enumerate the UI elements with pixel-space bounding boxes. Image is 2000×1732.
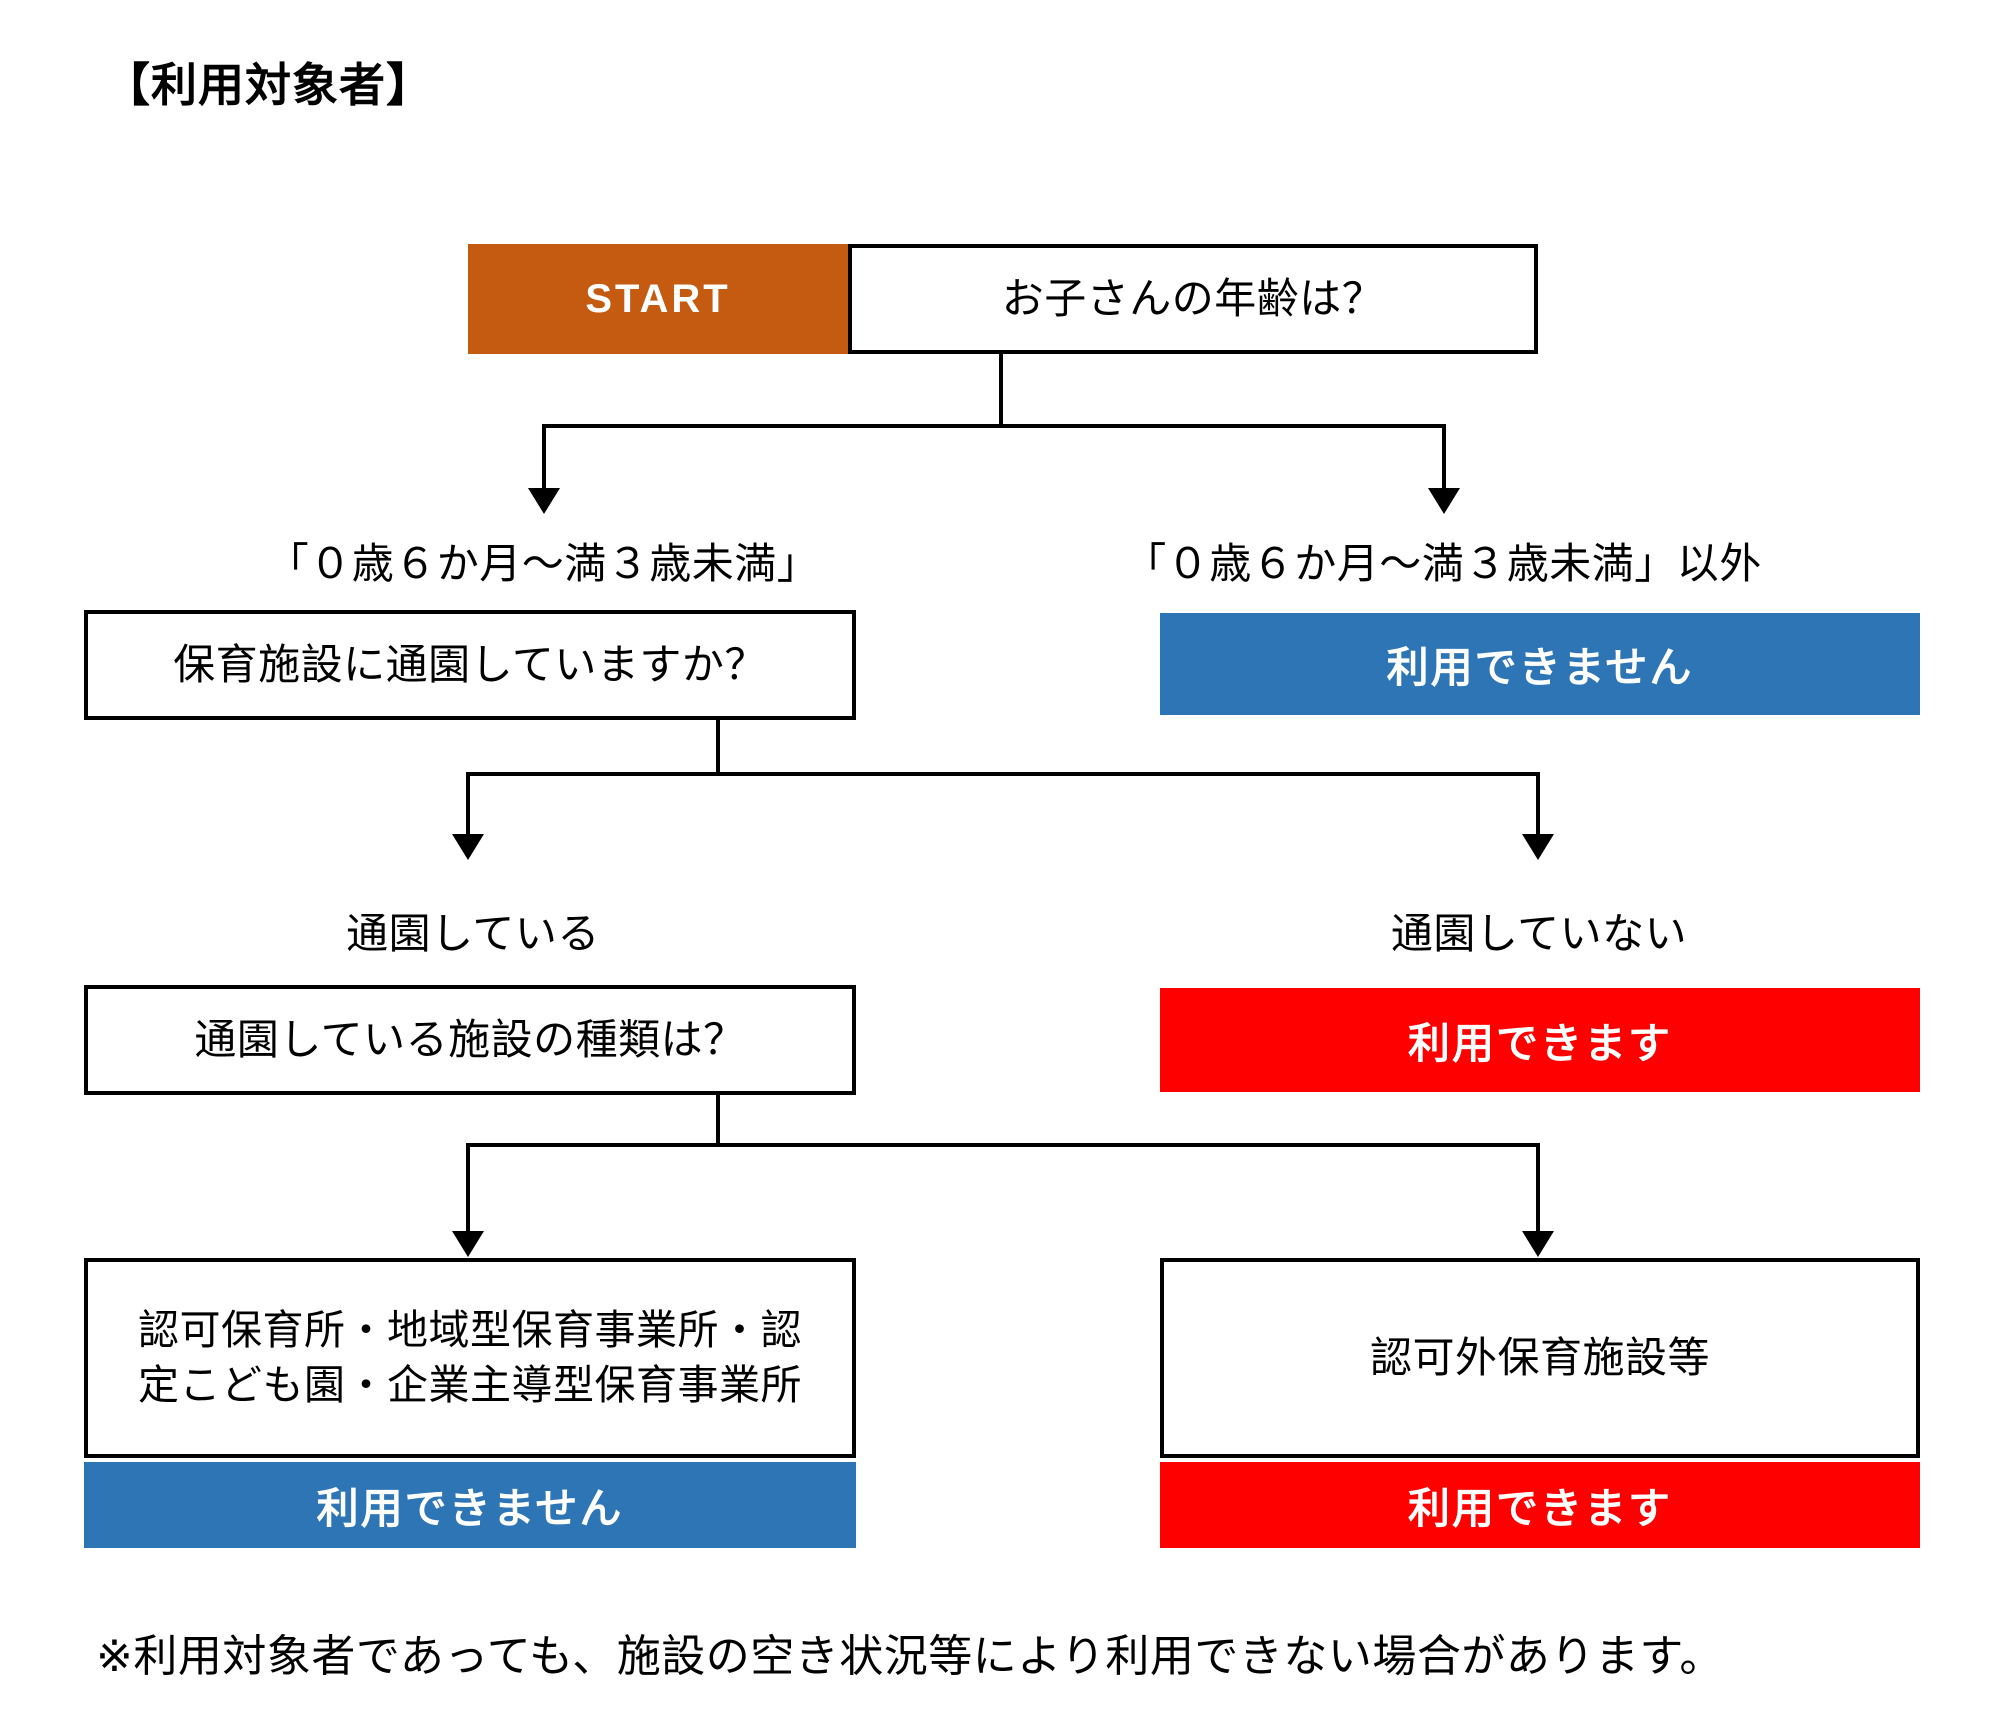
arrow-head-icon [1522, 1231, 1554, 1257]
arrow-head-icon [452, 834, 484, 860]
connector-line [466, 1143, 470, 1231]
page-title: 【利用対象者】 [104, 59, 433, 111]
connector-line [542, 424, 1446, 428]
connector-line [999, 354, 1003, 426]
connector-line [716, 1095, 720, 1147]
arrow-head-icon [1522, 834, 1554, 860]
node-facility-licensed: 認可保育所・地域型保育事業所・認 定こども園・企業主導型保育事業所 [84, 1258, 856, 1458]
node-age-question: お子さんの年齢は？ [848, 244, 1538, 354]
result-eligible-not-attending: 利用できます [1160, 988, 1920, 1092]
start-node: START [468, 244, 848, 354]
node-facility-type-question: 通園している施設の種類は？ [84, 985, 856, 1095]
result-not-eligible-age: 利用できません [1160, 613, 1920, 715]
connector-line [542, 424, 546, 488]
connector-line [466, 772, 470, 834]
node-facility-unlicensed: 認可外保育施設等 [1160, 1258, 1920, 1458]
connector-line [1536, 1143, 1540, 1231]
result-eligible-unlicensed: 利用できます [1160, 1462, 1920, 1548]
node-attendance-question: 保育施設に通園していますか？ [84, 610, 856, 720]
arrow-head-icon [1428, 488, 1460, 514]
branch-label-age-out-of-range: 「０歳６か月～満３歳未満」以外 [1124, 540, 1762, 587]
connector-line [1536, 772, 1540, 834]
connector-line [466, 772, 1540, 776]
branch-label-attending-yes: 通園している [346, 910, 600, 957]
connector-line [716, 720, 720, 776]
arrow-head-icon [528, 488, 560, 514]
connector-line [1442, 424, 1446, 488]
arrow-head-icon [452, 1231, 484, 1257]
footnote: ※利用対象者であっても、施設の空き状況等により利用できない場合があります。 [96, 1632, 1724, 1681]
branch-label-age-in-range: 「０歳６か月～満３歳未満」 [266, 540, 820, 587]
result-not-eligible-licensed: 利用できません [84, 1462, 856, 1548]
connector-line [466, 1143, 1540, 1147]
branch-label-attending-no: 通園していない [1390, 910, 1688, 957]
